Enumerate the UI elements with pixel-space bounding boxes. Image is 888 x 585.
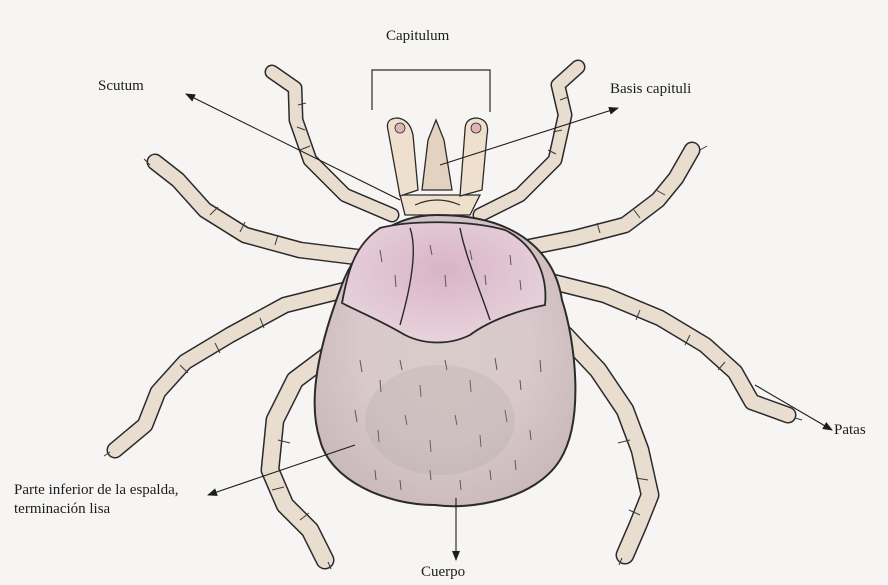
hypostome [422,120,452,190]
label-cuerpo: Cuerpo [421,563,465,582]
basis-capituli-shape [400,195,480,215]
label-basis-capituli: Basis capituli [610,80,691,99]
capitulum-bracket [372,70,490,112]
label-capitulum: Capitulum [386,27,449,46]
capitulum [387,118,487,215]
label-patas: Patas [834,421,866,440]
label-scutum: Scutum [98,77,144,96]
label-parte-inferior: Parte inferior de la espalda, terminació… [14,481,229,519]
leg-right-4 [565,335,650,555]
leg-right-1 [480,67,578,215]
tick-body [315,215,576,506]
leg-left-1 [272,72,392,215]
